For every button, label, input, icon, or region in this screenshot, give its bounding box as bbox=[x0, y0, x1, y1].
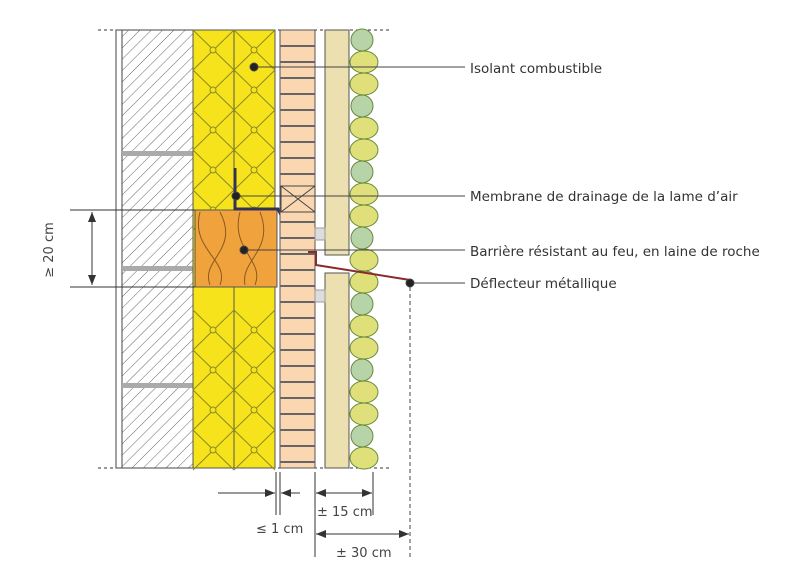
concrete-wall bbox=[115, 29, 194, 469]
dim-gap: ≤ 1 cm bbox=[256, 522, 303, 537]
label-membrane: Membrane de drainage de la lame d’air bbox=[470, 189, 738, 205]
label-isolant: Isolant combustible bbox=[470, 61, 602, 77]
label-barriere: Barrière résistant au feu, en laine de r… bbox=[470, 244, 760, 260]
cladding-panels bbox=[314, 29, 350, 469]
height-dimension bbox=[70, 209, 195, 288]
dim-total: ± 30 cm bbox=[336, 546, 392, 561]
fire-barrier-rockwool bbox=[194, 209, 278, 288]
bottom-dimensions bbox=[218, 472, 409, 557]
brick-layer bbox=[279, 29, 316, 469]
label-deflecteur: Déflecteur métallique bbox=[470, 276, 617, 292]
vegetation bbox=[349, 28, 379, 470]
dim-cavity: ± 15 cm bbox=[317, 505, 373, 520]
membrane-box bbox=[280, 185, 316, 213]
dim-height: ≥ 20 cm bbox=[42, 222, 57, 278]
leaders bbox=[231, 62, 465, 560]
